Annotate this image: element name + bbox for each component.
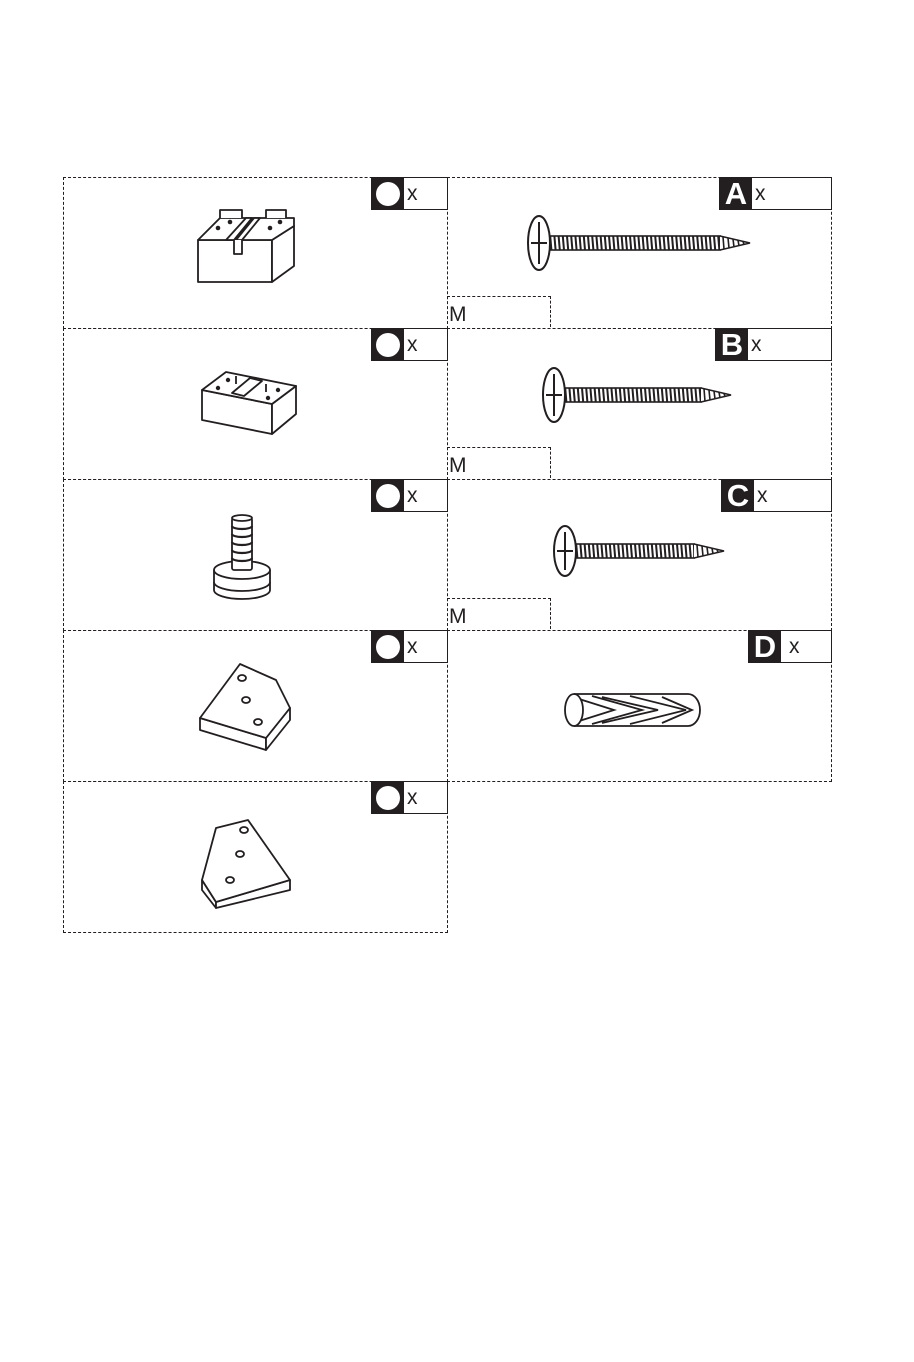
quantity-box-C: C x [721, 479, 832, 512]
quantity-box-left-1: x [371, 177, 448, 210]
circle-marker [372, 178, 404, 209]
size-prefix: M [449, 606, 467, 627]
quantity-multiplier: x [754, 480, 768, 511]
size-prefix: M [449, 304, 467, 325]
quantity-multiplier: x [781, 631, 800, 662]
corner-block-illustration-a [196, 660, 296, 752]
circle-icon [376, 484, 400, 508]
screw-illustration-B [541, 364, 737, 426]
circle-icon [376, 182, 400, 206]
screw-illustration-C [552, 522, 730, 580]
part-letter: A [725, 178, 747, 209]
leveler-foot-illustration [210, 512, 275, 604]
part-letter-chip: A [720, 178, 752, 209]
quantity-box-left-2: x [371, 328, 448, 361]
wood-dowel-illustration [562, 690, 704, 730]
circle-marker [372, 631, 404, 662]
quantity-multiplier: x [404, 480, 418, 511]
size-prefix: M [449, 455, 467, 476]
part-letter-chip: C [722, 480, 754, 511]
quantity-multiplier: x [748, 329, 762, 360]
quantity-multiplier: x [404, 329, 418, 360]
corner-block-illustration-b [198, 818, 296, 910]
size-box-C: M [447, 598, 551, 629]
screw-illustration-A [526, 212, 756, 274]
size-box-A: M [447, 296, 551, 327]
circle-icon [376, 786, 400, 810]
quantity-box-D: D x [748, 630, 832, 663]
quantity-multiplier: x [404, 631, 418, 662]
part-letter: C [727, 480, 749, 511]
quantity-multiplier: x [404, 782, 418, 813]
size-box-B: M [447, 447, 551, 478]
quantity-multiplier: x [404, 178, 418, 209]
quantity-box-left-5: x [371, 781, 448, 814]
quantity-multiplier: x [752, 178, 766, 209]
part-letter-chip: B [716, 329, 748, 360]
part-letter-chip: D [749, 631, 781, 662]
quantity-box-left-4: x [371, 630, 448, 663]
quantity-box-left-3: x [371, 479, 448, 512]
quantity-box-A: A x [719, 177, 832, 210]
part-letter: D [754, 631, 776, 662]
circle-marker [372, 782, 404, 813]
part-letter: B [721, 329, 743, 360]
quantity-box-B: B x [715, 328, 832, 361]
short-grooved-block-illustration [196, 362, 301, 437]
circle-icon [376, 333, 400, 357]
circle-marker [372, 329, 404, 360]
circle-icon [376, 635, 400, 659]
grooved-block-illustration [190, 208, 300, 288]
circle-marker [372, 480, 404, 511]
